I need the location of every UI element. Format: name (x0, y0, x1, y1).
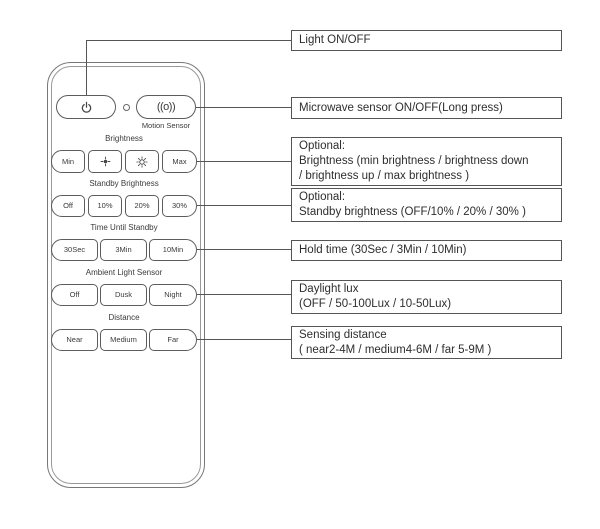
standby-20-label: 20% (134, 201, 150, 211)
callout-daylight-lux: Daylight lux (OFF / 50-100Lux / 10-50Lux… (291, 280, 562, 314)
callout-line: ( near2-4M / medium4-6M / far 5-9M ) (299, 344, 492, 356)
ambient-dusk-label: Dusk (114, 290, 133, 300)
callout-line: Hold time (30Sec / 3Min / 10Min) (299, 244, 467, 256)
standby-off-button[interactable]: Off (51, 195, 85, 217)
connector-distance (197, 339, 291, 340)
connector-standby (197, 205, 291, 206)
remote-body (47, 62, 205, 488)
callout-line: / brightness up / max brightness ) (299, 170, 470, 182)
section-label-standby-brightness: Standby Brightness (89, 179, 159, 188)
callout-brightness: Optional: Brightness (min brightness / b… (291, 137, 562, 186)
brightness-min-button[interactable]: Min (51, 150, 85, 173)
callout-line: Brightness (min brightness / brightness … (299, 155, 529, 167)
callout-hold-time: Hold time (30Sec / 3Min / 10Min) (291, 240, 562, 261)
connector-microwave (196, 107, 291, 108)
callout-microwave-sensor: Microwave sensor ON/OFF(Long press) (291, 97, 562, 119)
section-label-distance: Distance (108, 313, 140, 322)
callout-line: Optional: (299, 191, 346, 203)
time-30sec-button[interactable]: 30Sec (51, 239, 98, 261)
section-label-ambient-light-sensor: Ambient Light Sensor (85, 268, 163, 277)
brightness-max-button[interactable]: Max (162, 150, 197, 173)
time-3min-button[interactable]: 3Min (100, 239, 147, 261)
distance-far-label: Far (167, 335, 179, 345)
connector-light-vertical (86, 40, 87, 96)
callout-line: Standby brightness (OFF/10% / 20% / 30% … (299, 206, 526, 218)
standby-10-label: 10% (97, 201, 113, 211)
ambient-off-label: Off (69, 290, 80, 300)
motion-sensor-label: Motion Sensor (141, 121, 191, 130)
ambient-night-button[interactable]: Night (149, 284, 197, 306)
callout-sensing-distance: Sensing distance ( near2-4M / medium4-6M… (291, 326, 562, 359)
ambient-dusk-button[interactable]: Dusk (100, 284, 147, 306)
distance-near-button[interactable]: Near (51, 329, 98, 351)
callout-line: Daylight lux (299, 283, 359, 295)
led-indicator (123, 104, 130, 111)
time-30sec-label: 30Sec (63, 245, 86, 255)
standby-10-button[interactable]: 10% (88, 195, 122, 217)
distance-near-label: Near (66, 335, 83, 345)
distance-medium-label: Medium (110, 335, 137, 345)
motion-sensor-button[interactable]: ((o)) (136, 95, 196, 119)
connector-daylight (197, 294, 291, 295)
motion-waves-icon: ((o)) (156, 100, 176, 113)
brightness-up-icon (136, 155, 148, 168)
section-label-brightness: Brightness (105, 134, 143, 143)
ambient-off-button[interactable]: Off (51, 284, 98, 306)
connector-brightness (197, 161, 291, 162)
callout-standby-brightness: Optional: Standby brightness (OFF/10% / … (291, 188, 562, 222)
time-10min-button[interactable]: 10Min (149, 239, 197, 261)
standby-off-label: Off (63, 201, 73, 211)
brightness-max-label: Max (172, 156, 187, 166)
callout-line: Optional: (299, 140, 346, 152)
callout-line: Sensing distance (299, 329, 387, 341)
power-icon (80, 101, 93, 114)
standby-30-button[interactable]: 30% (162, 195, 197, 217)
callout-line: Light ON/OFF (299, 34, 371, 46)
callout-light-onoff: Light ON/OFF (291, 30, 562, 51)
callout-line: (OFF / 50-100Lux / 10-50Lux) (299, 298, 452, 310)
callout-line: Microwave sensor ON/OFF(Long press) (299, 101, 503, 114)
remote-inner-outline (51, 66, 201, 484)
connector-holdtime (197, 249, 291, 250)
standby-30-label: 30% (171, 201, 187, 211)
time-10min-label: 10Min (162, 245, 184, 255)
distance-far-button[interactable]: Far (149, 329, 197, 351)
ambient-night-label: Night (164, 290, 182, 300)
connector-light-horizontal (86, 40, 291, 41)
brightness-min-label: Min (61, 156, 75, 166)
brightness-down-button[interactable] (88, 150, 122, 173)
power-button[interactable] (56, 95, 116, 119)
brightness-down-icon (100, 156, 111, 167)
time-3min-label: 3Min (115, 245, 132, 255)
standby-20-button[interactable]: 20% (125, 195, 159, 217)
distance-medium-button[interactable]: Medium (100, 329, 147, 351)
section-label-time-until-standby: Time Until Standby (90, 223, 158, 232)
brightness-up-button[interactable] (125, 150, 159, 173)
